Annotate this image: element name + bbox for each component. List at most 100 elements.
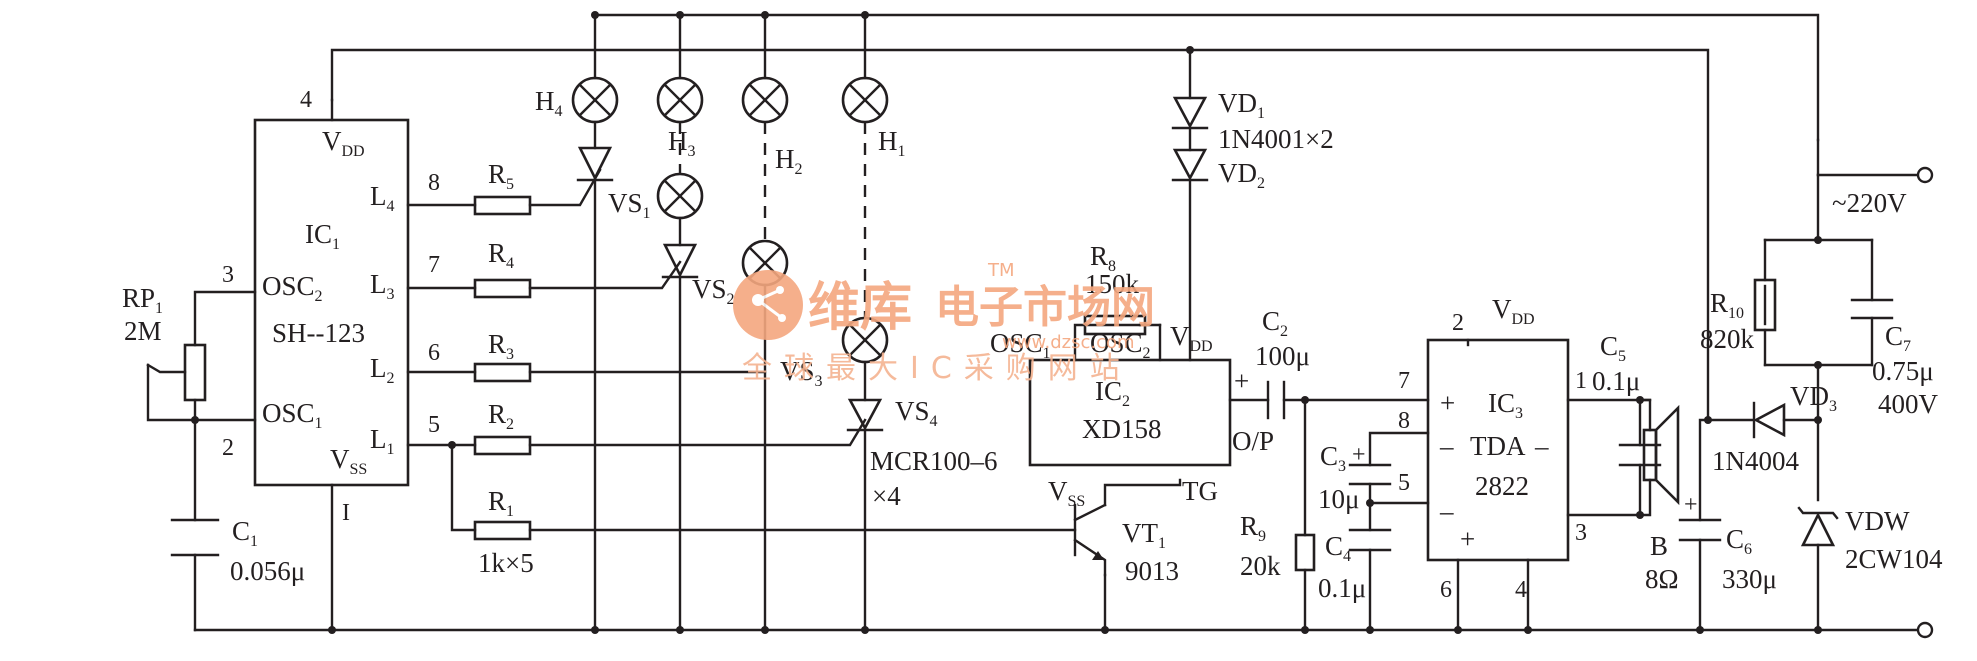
svg-text:400V: 400V (1878, 389, 1939, 419)
r8-resistor (1083, 314, 1147, 336)
svg-text:VSS: VSS (330, 444, 367, 478)
svg-text:0.056μ: 0.056μ (230, 556, 305, 586)
svg-text:2CW104: 2CW104 (1845, 544, 1943, 574)
svg-text:2: 2 (1452, 310, 1464, 336)
svg-text:R5: R5 (488, 159, 514, 193)
vd3-diode (1752, 401, 1786, 439)
svg-text:L1: L1 (370, 424, 395, 458)
c3-capacitor (1348, 463, 1392, 486)
svg-text:6: 6 (428, 340, 440, 366)
svg-text:O/P: O/P (1232, 426, 1274, 456)
svg-text:TM: TM (987, 260, 1015, 281)
svg-text:+: + (1234, 366, 1249, 396)
svg-text:R1: R1 (488, 486, 514, 520)
ic1-pin4-label: 4 (300, 87, 312, 113)
svg-text:MCR100–6: MCR100–6 (870, 446, 998, 476)
svg-text:–: – (1534, 431, 1549, 461)
svg-text:R2: R2 (488, 399, 514, 433)
svg-text:B: B (1650, 531, 1668, 561)
svg-text:+: + (1440, 388, 1455, 418)
svg-text:3: 3 (1575, 520, 1587, 546)
svg-text:+: + (1684, 492, 1698, 518)
lamp-h3-b (656, 172, 704, 220)
svg-text:7: 7 (428, 252, 440, 278)
svg-text:VD1: VD1 (1218, 88, 1265, 122)
r9-resistor (1294, 533, 1316, 572)
svg-text:0.1μ: 0.1μ (1318, 573, 1366, 603)
svg-text:4: 4 (1515, 577, 1527, 603)
scrs (576, 146, 884, 432)
vt1-transistor (1073, 503, 1107, 577)
svg-text:VDD: VDD (322, 126, 365, 160)
svg-text:I: I (342, 500, 350, 526)
svg-text:VSS: VSS (1048, 476, 1085, 510)
svg-text:TDA: TDA (1470, 431, 1526, 461)
lamp-h1-b (841, 316, 889, 364)
svg-text:VD2: VD2 (1218, 158, 1265, 192)
svg-text:R4: R4 (488, 238, 514, 272)
svg-text:0.75μ: 0.75μ (1872, 356, 1934, 386)
svg-text:1k×5: 1k×5 (478, 548, 534, 578)
svg-text:2M: 2M (124, 316, 162, 346)
r10-resistor (1753, 278, 1777, 332)
svg-text:2: 2 (222, 435, 234, 461)
svg-text:20k: 20k (1240, 551, 1281, 581)
svg-text:VDD: VDD (1492, 294, 1535, 328)
svg-text:TG: TG (1182, 476, 1218, 506)
svg-text:L4: L4 (370, 181, 395, 215)
svg-text:C2: C2 (1262, 306, 1288, 340)
svg-text:H3: H3 (668, 126, 696, 160)
svg-text:IC2: IC2 (1095, 376, 1130, 410)
svg-text:VD3: VD3 (1790, 381, 1837, 415)
svg-text:+: + (1352, 442, 1366, 468)
svg-text:OSC1: OSC1 (990, 328, 1051, 362)
svg-text:C3: C3 (1320, 441, 1346, 475)
svg-text:L3: L3 (370, 269, 395, 303)
svg-text:–: – (1439, 431, 1454, 461)
svg-text:8: 8 (428, 170, 440, 196)
svg-text:330μ: 330μ (1722, 564, 1777, 594)
lamp-h4 (571, 76, 619, 124)
watermark-logo: 维库 电子市场网 TM www.dzsc.com 全球最大IC采购网站 (733, 260, 1155, 386)
speaker-icon (1642, 404, 1680, 506)
lamps (571, 76, 889, 364)
rp1-potentiometer (146, 343, 207, 422)
c7-capacitor (1850, 298, 1894, 320)
svg-text:1: 1 (1575, 368, 1587, 394)
svg-text:R10: R10 (1710, 288, 1744, 322)
svg-text:C6: C6 (1726, 524, 1752, 558)
c2-capacitor (1266, 380, 1286, 420)
svg-text:OSC1: OSC1 (262, 398, 323, 432)
svg-text:0.1μ: 0.1μ (1592, 366, 1640, 396)
mains-terminals (1916, 166, 1934, 639)
svg-text:1N4001×2: 1N4001×2 (1218, 124, 1334, 154)
svg-text:IC3: IC3 (1488, 388, 1523, 422)
svg-text:C4: C4 (1325, 531, 1351, 565)
svg-text:www.dzsc.com: www.dzsc.com (1002, 332, 1135, 353)
svg-text:VDD: VDD (1170, 321, 1213, 355)
junction-dots (191, 11, 1822, 634)
svg-text:150k: 150k (1085, 269, 1140, 299)
svg-text:VDW: VDW (1845, 506, 1910, 536)
svg-text:C7: C7 (1885, 321, 1911, 355)
resistors-r1-r5 (473, 195, 532, 541)
svg-text:L2: L2 (370, 353, 395, 387)
svg-text:C5: C5 (1600, 331, 1626, 365)
svg-text:6: 6 (1440, 577, 1452, 603)
svg-text:维库: 维库 (808, 278, 912, 338)
ic1-sh123 (253, 118, 410, 487)
svg-text:3: 3 (222, 262, 234, 288)
svg-text:+: + (1460, 524, 1475, 554)
svg-text:R3: R3 (488, 329, 514, 363)
svg-text:5: 5 (428, 412, 440, 438)
svg-text:OSC2: OSC2 (1090, 328, 1151, 362)
svg-text:8: 8 (1398, 408, 1410, 434)
svg-text:2822: 2822 (1475, 471, 1529, 501)
svg-text:电子市场网: 电子市场网 (935, 282, 1155, 333)
lamp-h2-a (741, 76, 789, 124)
wires (146, 13, 1920, 632)
ic3-tda2822 (1426, 338, 1570, 562)
svg-text:H1: H1 (878, 126, 906, 160)
